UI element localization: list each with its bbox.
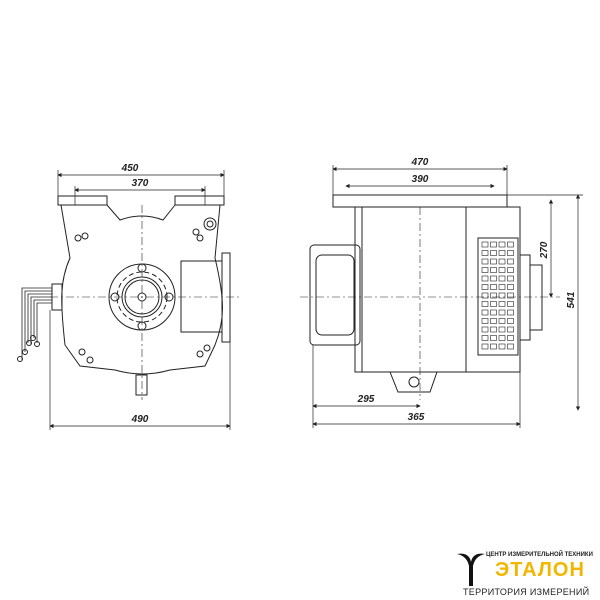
vent-slot	[498, 335, 506, 341]
vent-slot	[507, 292, 514, 299]
vent-slot	[481, 292, 489, 299]
vent-slot	[507, 250, 514, 256]
vent-slot	[481, 301, 489, 307]
side-view	[300, 165, 583, 428]
vent-slot	[498, 309, 506, 316]
vent-slot	[507, 301, 514, 307]
vent-slot	[481, 250, 489, 256]
vent-slot	[490, 309, 497, 316]
front-view	[17, 170, 240, 430]
vent-slot	[498, 343, 506, 350]
vent-slot	[490, 335, 497, 341]
vent-slot	[498, 241, 506, 248]
vent-slot	[498, 250, 506, 256]
vent-slot	[490, 267, 497, 273]
etalon-logo: ЦЕНТР ИЗМЕРИТЕЛЬНОЙ ТЕХНИКИ ЭТАЛОН ТЕРРИ…	[455, 550, 600, 600]
vent-slot	[481, 326, 489, 333]
dim-295: 295	[357, 394, 375, 405]
vent-slot	[481, 241, 489, 248]
vent-slot	[507, 258, 514, 265]
vent-slot	[507, 267, 514, 273]
dim-470: 470	[411, 157, 429, 168]
vent-slot	[481, 318, 489, 324]
dim-541: 541	[566, 291, 577, 308]
vent-slot	[481, 343, 489, 350]
vent-slot	[490, 343, 497, 350]
vent-slot	[498, 275, 506, 282]
vent-slot	[507, 284, 514, 290]
vent-slot	[490, 292, 497, 299]
vent-slot	[481, 335, 489, 341]
vent-slot	[498, 301, 506, 307]
vent-slot	[498, 284, 506, 290]
logo-brand: ЭТАЛОН	[495, 559, 585, 581]
dim-370: 370	[132, 178, 149, 189]
logo-tagline-top: ЦЕНТР ИЗМЕРИТЕЛЬНОЙ ТЕХНИКИ	[486, 552, 593, 558]
vent-slot	[490, 258, 497, 265]
vent-slot	[490, 326, 497, 333]
vent-slot	[507, 335, 514, 341]
vent-slot	[498, 258, 506, 265]
vent-slot	[507, 275, 514, 282]
vent-slot	[507, 241, 514, 248]
vent-slot	[498, 318, 506, 324]
dim-490: 490	[131, 414, 149, 425]
vent-slot	[490, 250, 497, 256]
dim-450: 450	[121, 163, 139, 174]
vent-slot	[490, 318, 497, 324]
vent-slot	[481, 267, 489, 273]
vent-slot	[507, 318, 514, 324]
dim-365: 365	[408, 412, 425, 423]
vent-slot	[490, 284, 497, 290]
vent-slot	[498, 326, 506, 333]
dim-270: 270	[539, 241, 550, 259]
vent-slot	[481, 284, 489, 290]
vent-slot	[481, 309, 489, 316]
vent-slot	[498, 292, 506, 299]
vent-slot	[481, 258, 489, 265]
logo-mark-icon	[457, 553, 485, 586]
vent-slot	[498, 267, 506, 273]
dim-390: 390	[412, 174, 429, 185]
logo-tagline-bottom: ТЕРРИТОРИЯ ИЗМЕРЕНИЙ	[463, 587, 590, 597]
vent-slot	[490, 275, 497, 282]
vent-slot	[490, 301, 497, 307]
vent-slot	[481, 275, 489, 282]
vent-slot	[507, 309, 514, 316]
vent-slot	[507, 326, 514, 333]
vent-grille	[481, 241, 514, 350]
vent-slot	[490, 241, 497, 248]
vent-slot	[507, 343, 514, 350]
